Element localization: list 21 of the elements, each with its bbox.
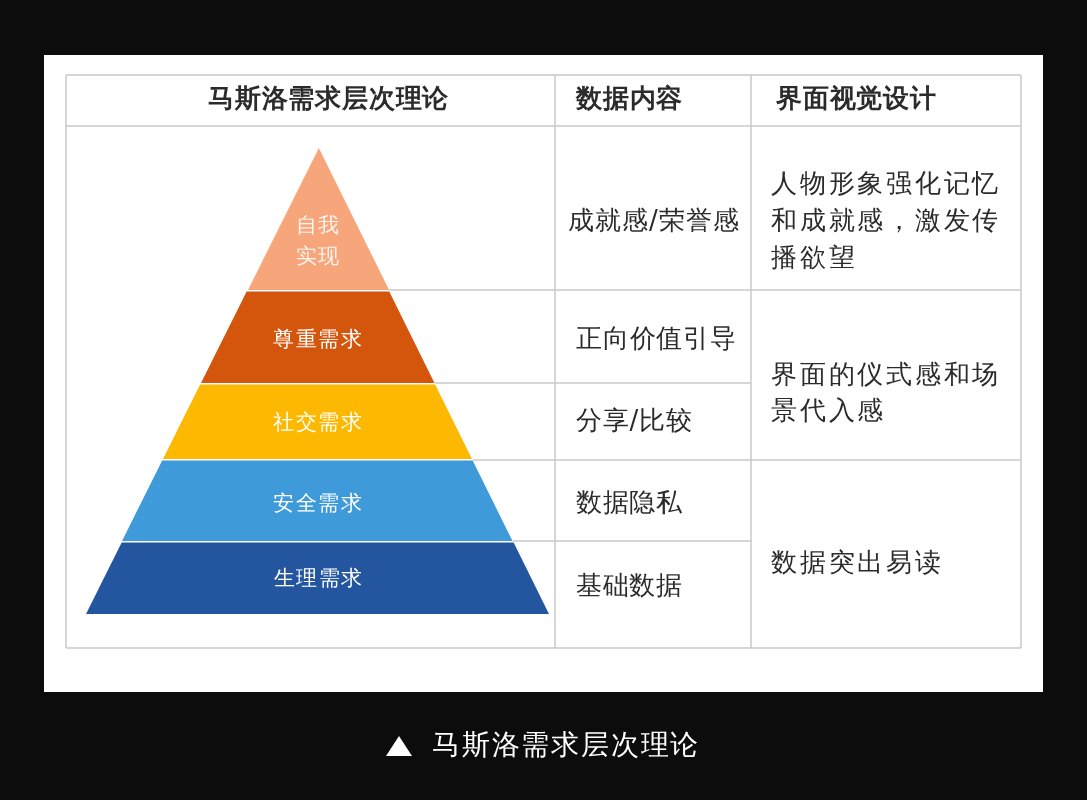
tier-label: 生理需求 — [273, 564, 364, 592]
tier-label: 自我实现 — [295, 212, 342, 270]
data-item: 数据隐私 — [576, 486, 682, 518]
tier-label: 尊重需求 — [273, 325, 364, 353]
data-item: 成就感/荣誉感 — [568, 204, 740, 236]
design-description: 人物形象强化记忆和成就感，激发传播欲望 — [771, 166, 1002, 274]
design-description: 数据突出易读 — [771, 546, 944, 578]
data-item: 分享/比较 — [576, 404, 693, 436]
tier-label: 安全需求 — [273, 489, 364, 517]
pyramid-tier — [247, 148, 389, 290]
column-heading: 数据内容 — [576, 82, 684, 114]
data-item: 基础数据 — [576, 569, 682, 601]
data-item: 正向价值引导 — [576, 322, 737, 354]
column-heading: 界面视觉设计 — [776, 82, 937, 114]
pyramid-tier — [201, 290, 435, 383]
caption-text: 马斯洛需求层次理论 — [432, 728, 701, 762]
design-description: 界面的仪式感和场景代入感 — [771, 358, 1002, 427]
column-heading: 马斯洛需求层次理论 — [208, 82, 450, 114]
pyramid-tier — [122, 459, 513, 541]
pyramid-tier — [163, 383, 473, 459]
tier-label: 社交需求 — [273, 408, 364, 436]
